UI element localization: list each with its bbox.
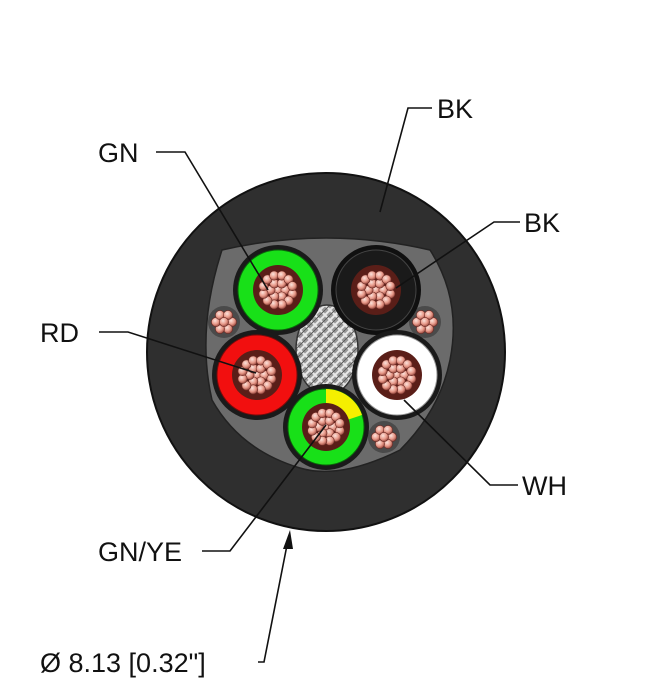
conductor-gn	[233, 245, 323, 335]
diameter-arrowhead	[283, 530, 293, 549]
label-gnye: GN/YE	[98, 537, 182, 567]
copper-strand	[385, 281, 396, 291]
copper-strand	[266, 366, 277, 376]
conductor-rd	[212, 330, 302, 420]
label-gn: GN	[98, 138, 139, 168]
label-rd: RD	[40, 318, 79, 348]
conductor-bk-inner	[331, 245, 421, 335]
leader-gnye	[202, 424, 327, 552]
leader-diameter	[258, 539, 289, 663]
leader-bk-outer	[379, 107, 432, 213]
label-diameter: Ø 8.13 [0.32"]	[40, 648, 206, 678]
filler-strand	[420, 317, 430, 327]
label-bk-inner: BK	[524, 208, 560, 238]
leader-rd	[99, 331, 257, 374]
label-wh: WH	[522, 471, 567, 501]
leader-wh	[403, 399, 518, 486]
conductor-gnye	[283, 384, 369, 470]
label-bk-outer: BK	[437, 94, 473, 124]
filler-strand	[219, 317, 229, 327]
leader-gn	[156, 151, 269, 291]
leader-bk-inner	[395, 221, 520, 289]
copper-strand	[287, 281, 298, 291]
conductor-wh	[352, 330, 442, 420]
copper-strand	[406, 366, 417, 376]
filler-strand	[379, 432, 389, 442]
filler-bundles	[208, 306, 441, 453]
copper-strand	[334, 418, 345, 429]
